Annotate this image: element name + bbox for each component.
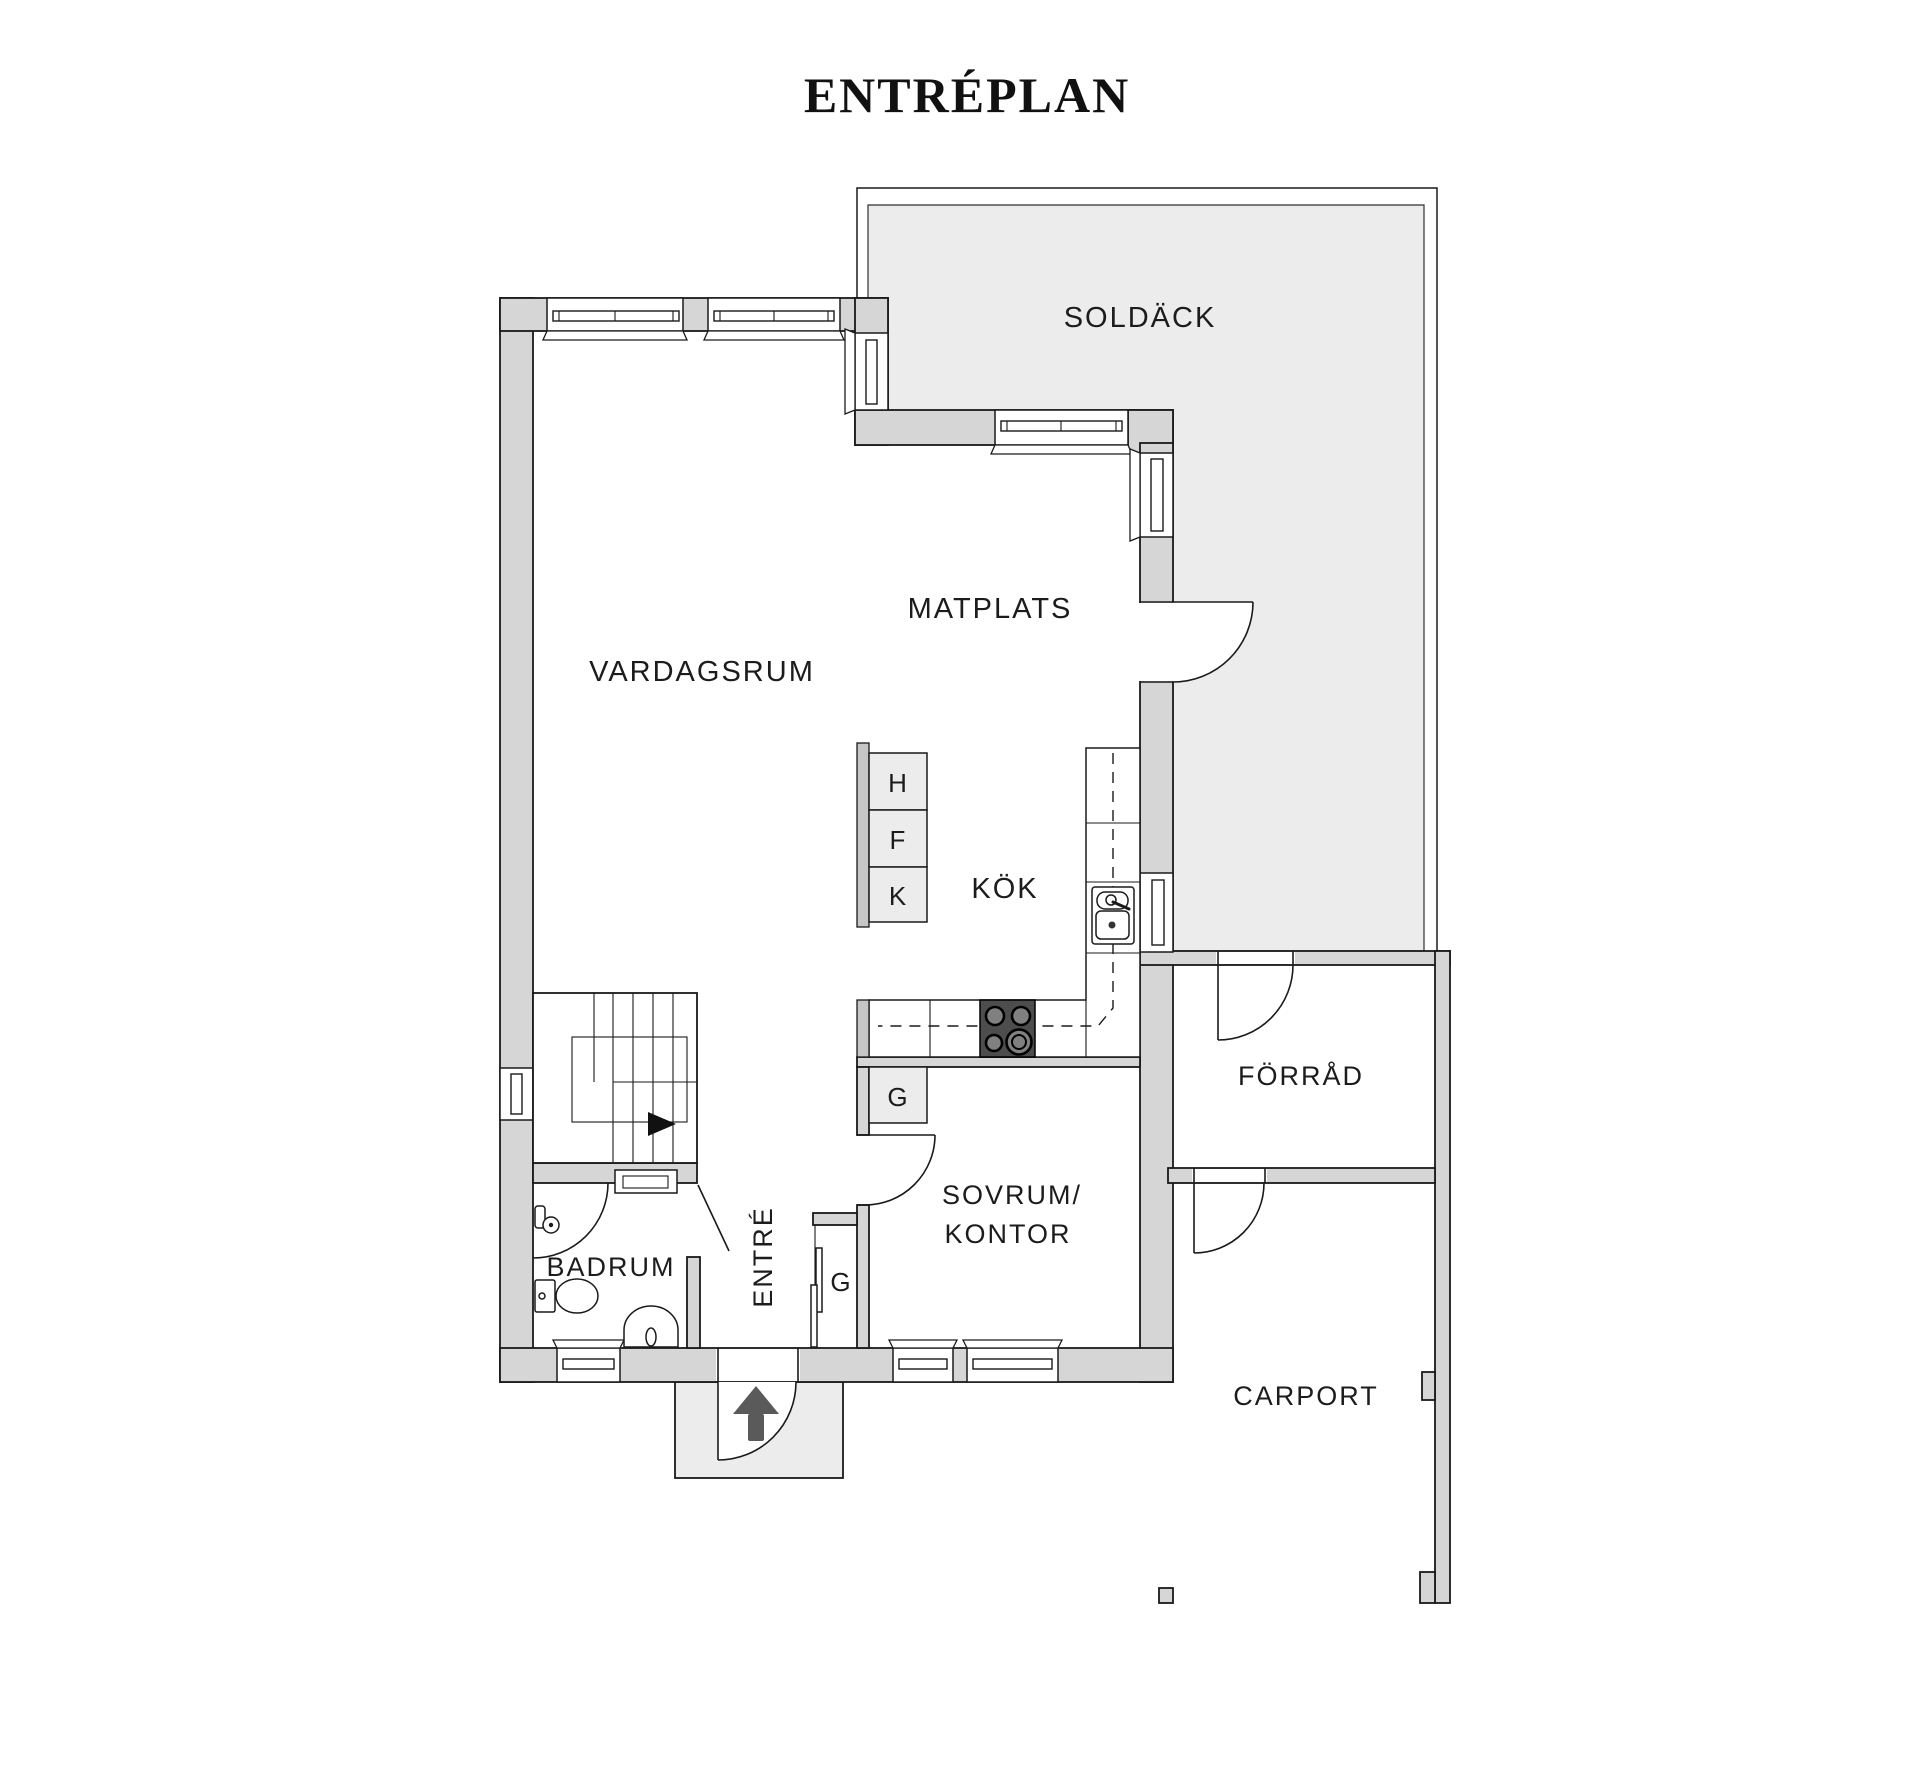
wall-niche <box>614 1169 678 1194</box>
window <box>961 1339 1064 1383</box>
appliance-label-h: H <box>888 768 908 798</box>
window <box>702 297 846 341</box>
appliance-label-k: K <box>889 881 907 911</box>
door-forrad-carport <box>1192 1168 1267 1254</box>
appliance-box-k <box>868 866 928 923</box>
wall-segment <box>1434 950 1451 1604</box>
window <box>989 409 1134 455</box>
kitchen-sink <box>1091 886 1135 945</box>
room-label-sovrum-line1: SOVRUM/ <box>942 1180 1082 1210</box>
wardrobe-label: G <box>887 1082 908 1112</box>
carport-wall-foot <box>1419 1571 1436 1604</box>
door-badrum <box>697 1184 730 1252</box>
doors <box>697 601 1295 1461</box>
wall-segment <box>856 1204 870 1349</box>
toilet <box>534 1278 599 1314</box>
kitchen-fixtures <box>856 742 1141 1124</box>
wall-segment <box>812 1212 858 1226</box>
room-label-entre: ENTRÉ <box>748 1206 778 1308</box>
appliance-column <box>856 742 928 928</box>
room-label-sovrum-line2: KONTOR <box>944 1219 1071 1249</box>
window <box>1129 448 1174 542</box>
window <box>844 328 889 415</box>
appliance-box-f <box>868 809 928 868</box>
page-title: ENTRÉPLAN <box>804 67 1130 123</box>
room-label-kok: KÖK <box>971 873 1038 905</box>
door-matplats-deck <box>1138 601 1254 683</box>
labels: SOLDÄCK MATPLATS VARDAGSRUM KÖK FÖRRÅD S… <box>546 302 1379 1411</box>
deck-outline <box>856 187 1438 951</box>
wardrobe-label: G <box>830 1267 851 1297</box>
wall-segment <box>856 1066 870 1136</box>
staircase <box>532 992 698 1194</box>
wall-segment <box>686 1256 701 1349</box>
wardrobe-entre-sliding <box>810 1225 823 1348</box>
window <box>551 1339 626 1383</box>
room-label-forrad: FÖRRÅD <box>1238 1060 1364 1091</box>
bathroom-fixtures <box>532 1182 679 1348</box>
door-forrad-deck <box>1216 951 1295 1041</box>
appliance-label-f: F <box>890 825 907 855</box>
room-label-matplats: MATPLATS <box>908 593 1073 625</box>
carport-post <box>1158 1587 1174 1604</box>
carport-pillar <box>1421 1371 1436 1401</box>
window <box>541 297 689 341</box>
window <box>887 1339 959 1383</box>
room-label-soldack: SOLDÄCK <box>1064 302 1217 334</box>
entrance-arrow-icon <box>733 1386 779 1441</box>
stair-direction-arrow <box>648 1112 676 1136</box>
shower <box>532 1182 609 1259</box>
wall-segment <box>499 297 534 1383</box>
stove <box>979 999 1036 1058</box>
appliance-box-h <box>868 752 928 811</box>
wardrobe-kitchen-box <box>868 1066 928 1124</box>
bathroom-sink <box>623 1305 679 1348</box>
kitchen-counter <box>856 747 1141 1058</box>
door-sovrum <box>855 1134 936 1206</box>
room-label-vardagsrum: VARDAGSRUM <box>589 656 815 688</box>
room-label-badrum: BADRUM <box>546 1252 675 1282</box>
wall-segment <box>856 1056 1141 1068</box>
room-label-carport: CARPORT <box>1233 1381 1379 1411</box>
